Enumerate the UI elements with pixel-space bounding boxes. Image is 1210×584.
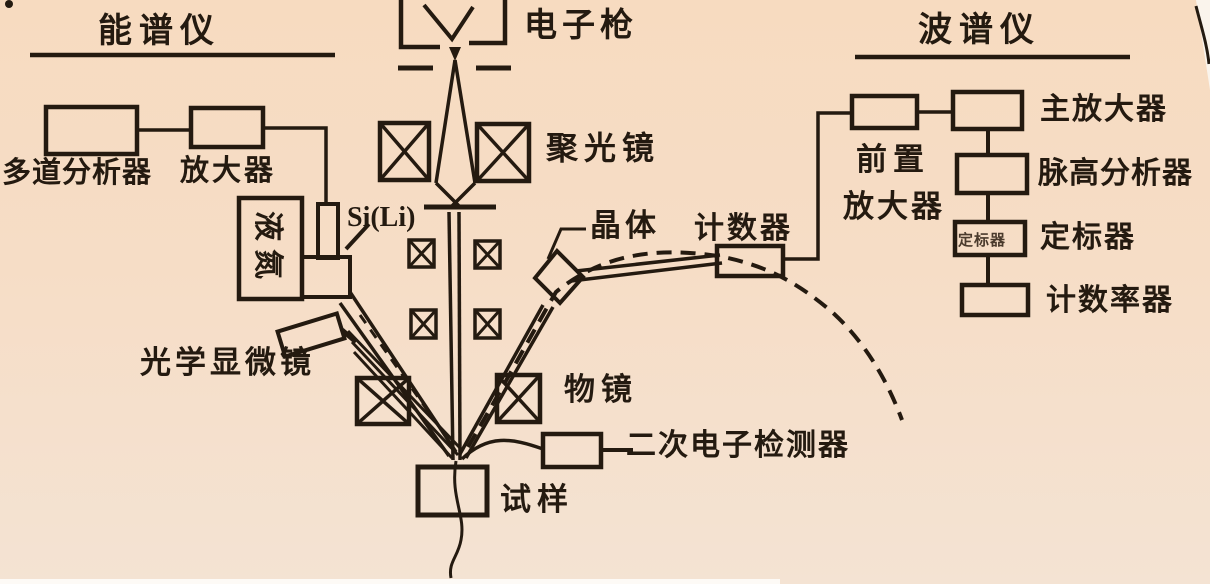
specimen-label: 试样 [500,482,574,517]
preamplifier-box [849,93,920,131]
electron-gun-label: 电子枪 [524,8,638,44]
preamplifier-label-line2: 放大器 [843,189,945,224]
detector-housing-box [300,255,352,299]
optical-microscope-label: 光学显微镜 [140,345,315,380]
pulse-height-analyzer-box [954,152,1030,196]
main-amplifier-box [950,89,1025,132]
sili-detector-rod [316,202,340,260]
amplifier-box [188,105,266,150]
xray-rays [458,253,723,459]
eds-section-title: 能谱仪 [98,13,221,50]
preamplifier-label-line1: 前置 [856,142,930,177]
sili-detector-label: Si(Li) [347,202,416,233]
counter-label: 计数器 [694,212,793,245]
secondary-electron-detector-box [540,431,604,470]
crystal-symbol [532,248,586,306]
liquid-nitrogen-box [236,195,305,302]
secondary-electron-detector-label: 二次电子检测器 [626,429,850,462]
crystal-label: 晶体 [590,208,660,243]
detector-window-tick [344,222,371,251]
multichannel-analyzer-box [43,104,140,157]
counter-box [714,243,786,279]
optical-microscope-symbol [275,311,464,460]
specimen-stage-curve [448,460,464,579]
amplifier-detector-wire [263,126,328,204]
condenser-lens-symbol [377,120,532,184]
objective-lens-symbol [354,372,543,427]
electron-gun-symbol [398,0,511,71]
count-rate-meter-label: 计数率器 [1046,284,1174,317]
counter-preamp-wire [783,111,852,261]
scaler-box-inner-label: 定标器 [958,233,1007,249]
amplifier-label: 放大器 [180,155,277,187]
pulse-height-analyzer-label: 脉高分析器 [1038,157,1193,190]
sili-detector-arm [338,291,458,458]
condenser-lens-label: 聚光镜 [546,130,661,166]
wds-section-title: 波谱仪 [918,12,1041,49]
scaler-label: 定标器 [1040,221,1136,254]
crystal-leader-line [546,227,586,260]
electron-beam [434,59,477,461]
specimen-box [415,464,490,518]
main-amplifier-label: 主放大器 [1040,93,1168,126]
scan-coils-symbol [407,238,502,340]
multichannel-analyzer-label: 多道分析器 [2,157,153,189]
count-rate-meter-box [959,282,1031,318]
objective-lens-label: 物镜 [564,372,638,407]
liquid-nitrogen-label: 液氮 [250,210,284,287]
rowland-circle-dashed-arc [466,250,904,449]
